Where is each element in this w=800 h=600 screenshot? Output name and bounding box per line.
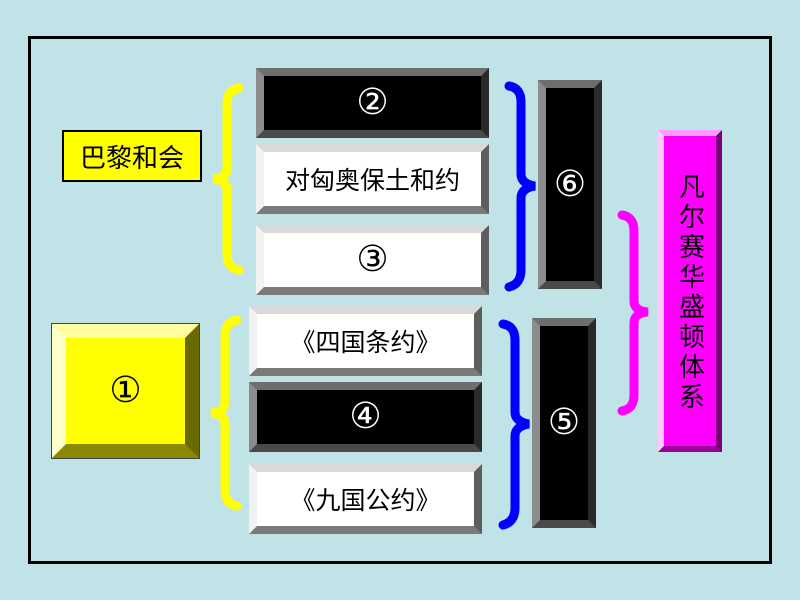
item-3-label: ③	[356, 239, 389, 280]
item-5-box: ⑤	[532, 318, 596, 528]
item-6-label: ⑥	[553, 163, 587, 205]
item-1-box: ①	[51, 323, 200, 459]
versailles-washington-system-label: 凡尔赛华盛顿体系	[674, 173, 705, 413]
paris-conference-label: 巴黎和会	[79, 143, 184, 174]
yellow-bracket-bottom	[210, 315, 242, 511]
blue-bracket-bottom	[498, 319, 530, 530]
item-4-label: ④	[349, 396, 382, 437]
paris-conference-box: 巴黎和会	[62, 130, 202, 182]
four-power-treaty-label: 《四国条约》	[290, 328, 441, 357]
diagram-frame	[28, 36, 772, 564]
nine-power-treaty-label: 《九国公约》	[290, 486, 441, 515]
item-1-label: ①	[109, 370, 142, 411]
item-4-box: ④	[249, 382, 482, 452]
blue-bracket-top	[504, 81, 536, 292]
turkey-treaty-box: 对匈奥保土和约	[256, 144, 489, 214]
versailles-washington-system-box: 凡尔赛华盛顿体系	[658, 130, 722, 452]
four-power-treaty-box: 《四国条约》	[249, 306, 482, 376]
turkey-treaty-label: 对匈奥保土和约	[284, 166, 460, 195]
yellow-bracket-top	[212, 83, 244, 275]
item-2-label: ②	[356, 82, 389, 123]
item-6-box: ⑥	[538, 80, 602, 289]
item-3-box: ③	[256, 225, 489, 295]
item-5-label: ⑤	[547, 402, 581, 443]
magenta-bracket	[617, 210, 649, 416]
nine-power-treaty-box: 《九国公约》	[249, 464, 482, 534]
item-2-box: ②	[256, 68, 489, 138]
